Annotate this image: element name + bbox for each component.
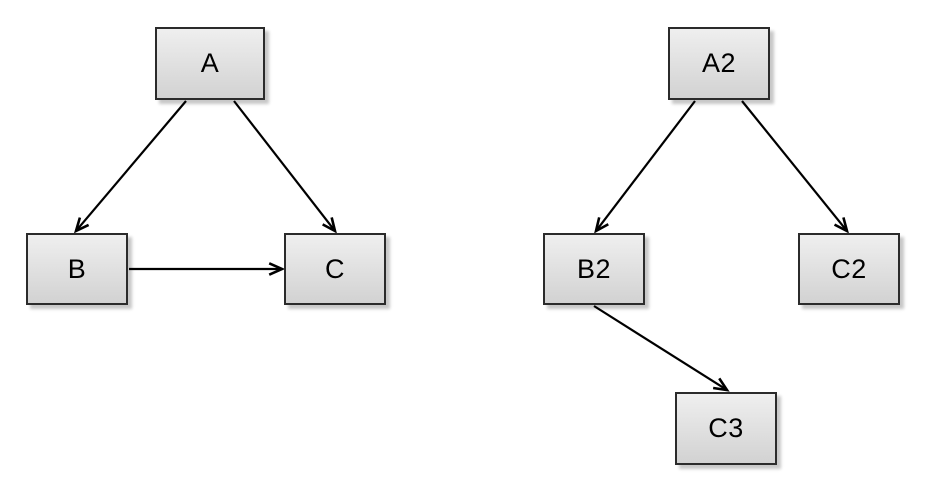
node-c2[interactable]: C2: [798, 233, 900, 305]
node-a2[interactable]: A2: [668, 27, 770, 100]
node-c3[interactable]: C3: [675, 392, 777, 465]
node-b[interactable]: B: [26, 233, 128, 305]
edge-a-to-c: [233, 100, 337, 234]
node-label-b2: B2: [576, 253, 612, 284]
node-c[interactable]: C: [284, 233, 386, 305]
edge-a-to-b: [73, 100, 187, 234]
node-label-b: B: [67, 253, 87, 284]
node-a[interactable]: A: [155, 27, 265, 100]
node-b2[interactable]: B2: [543, 233, 645, 305]
edge-b-to-c: [129, 262, 286, 276]
edge-a2-to-b2: [594, 100, 696, 234]
node-label-a: A: [200, 48, 220, 78]
node-label-c: C: [325, 253, 345, 284]
edge-a2-to-c2: [741, 100, 850, 234]
edge-b2-to-c3: [593, 305, 730, 392]
node-label-c3: C3: [708, 413, 744, 443]
node-label-c2: C2: [831, 253, 867, 284]
node-label-a2: A2: [701, 48, 737, 78]
